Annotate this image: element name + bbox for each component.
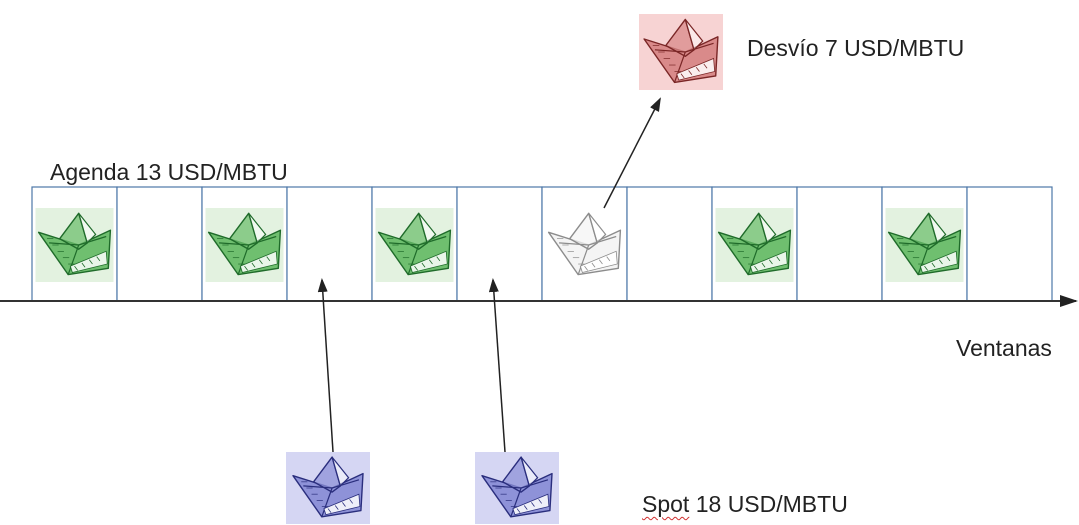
window-slot <box>966 186 1053 302</box>
spot-label: Spot 18 USD/MBTU <box>642 493 848 516</box>
window-slot <box>626 186 713 302</box>
ships-layer <box>35 14 964 524</box>
spot-ship-icon <box>475 452 559 524</box>
agenda-ship-icon <box>715 208 794 282</box>
diverted-ship-icon <box>547 212 622 276</box>
spot-price: 18 USD/MBTU <box>689 491 848 517</box>
spot-arrow-1 <box>317 278 334 453</box>
window-slot <box>456 186 543 302</box>
agenda-ship-icon <box>885 208 964 282</box>
agenda-ship-icon <box>375 208 454 282</box>
ventanas-label: Ventanas <box>956 335 1052 361</box>
agenda-ship-icon <box>205 208 284 282</box>
desvio-label: Desvío 7 USD/MBTU <box>747 35 965 61</box>
agenda-label: Agenda 13 USD/MBTU <box>50 159 288 185</box>
window-slot <box>796 186 883 302</box>
spot-word: Spot <box>642 491 690 517</box>
desvio-arrow <box>603 97 661 209</box>
spot-ship-icon <box>286 452 370 524</box>
window-slot <box>286 186 373 302</box>
spot-arrow-2 <box>488 278 506 453</box>
desvio-ship-icon <box>639 14 723 90</box>
window-slot <box>116 186 203 302</box>
agenda-ship-icon <box>35 208 114 282</box>
